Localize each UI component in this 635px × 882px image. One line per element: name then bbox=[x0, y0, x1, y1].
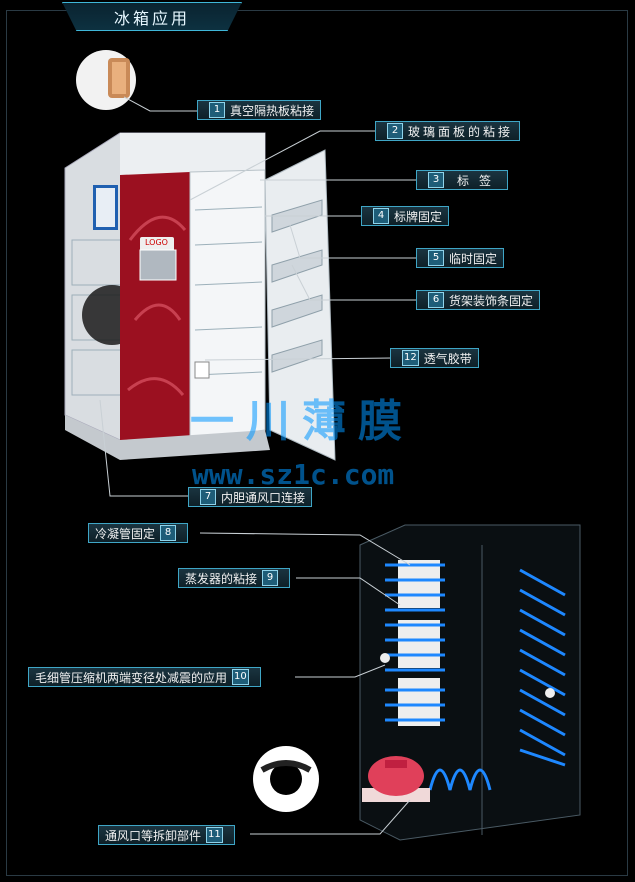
fridge-logo: LOGO bbox=[145, 238, 168, 247]
leader-lines bbox=[99, 96, 420, 835]
watermark-url: www.sz1c.com bbox=[192, 458, 395, 491]
tape-roll-icon bbox=[253, 746, 319, 812]
watermark-brand: 一川薄膜 bbox=[190, 396, 414, 447]
tape-sample-icon bbox=[76, 50, 136, 110]
page-frame bbox=[6, 10, 628, 876]
page-title: 冰箱应用 bbox=[62, 2, 242, 31]
transparent-fridge bbox=[359, 524, 581, 841]
open-fridge bbox=[64, 132, 336, 461]
